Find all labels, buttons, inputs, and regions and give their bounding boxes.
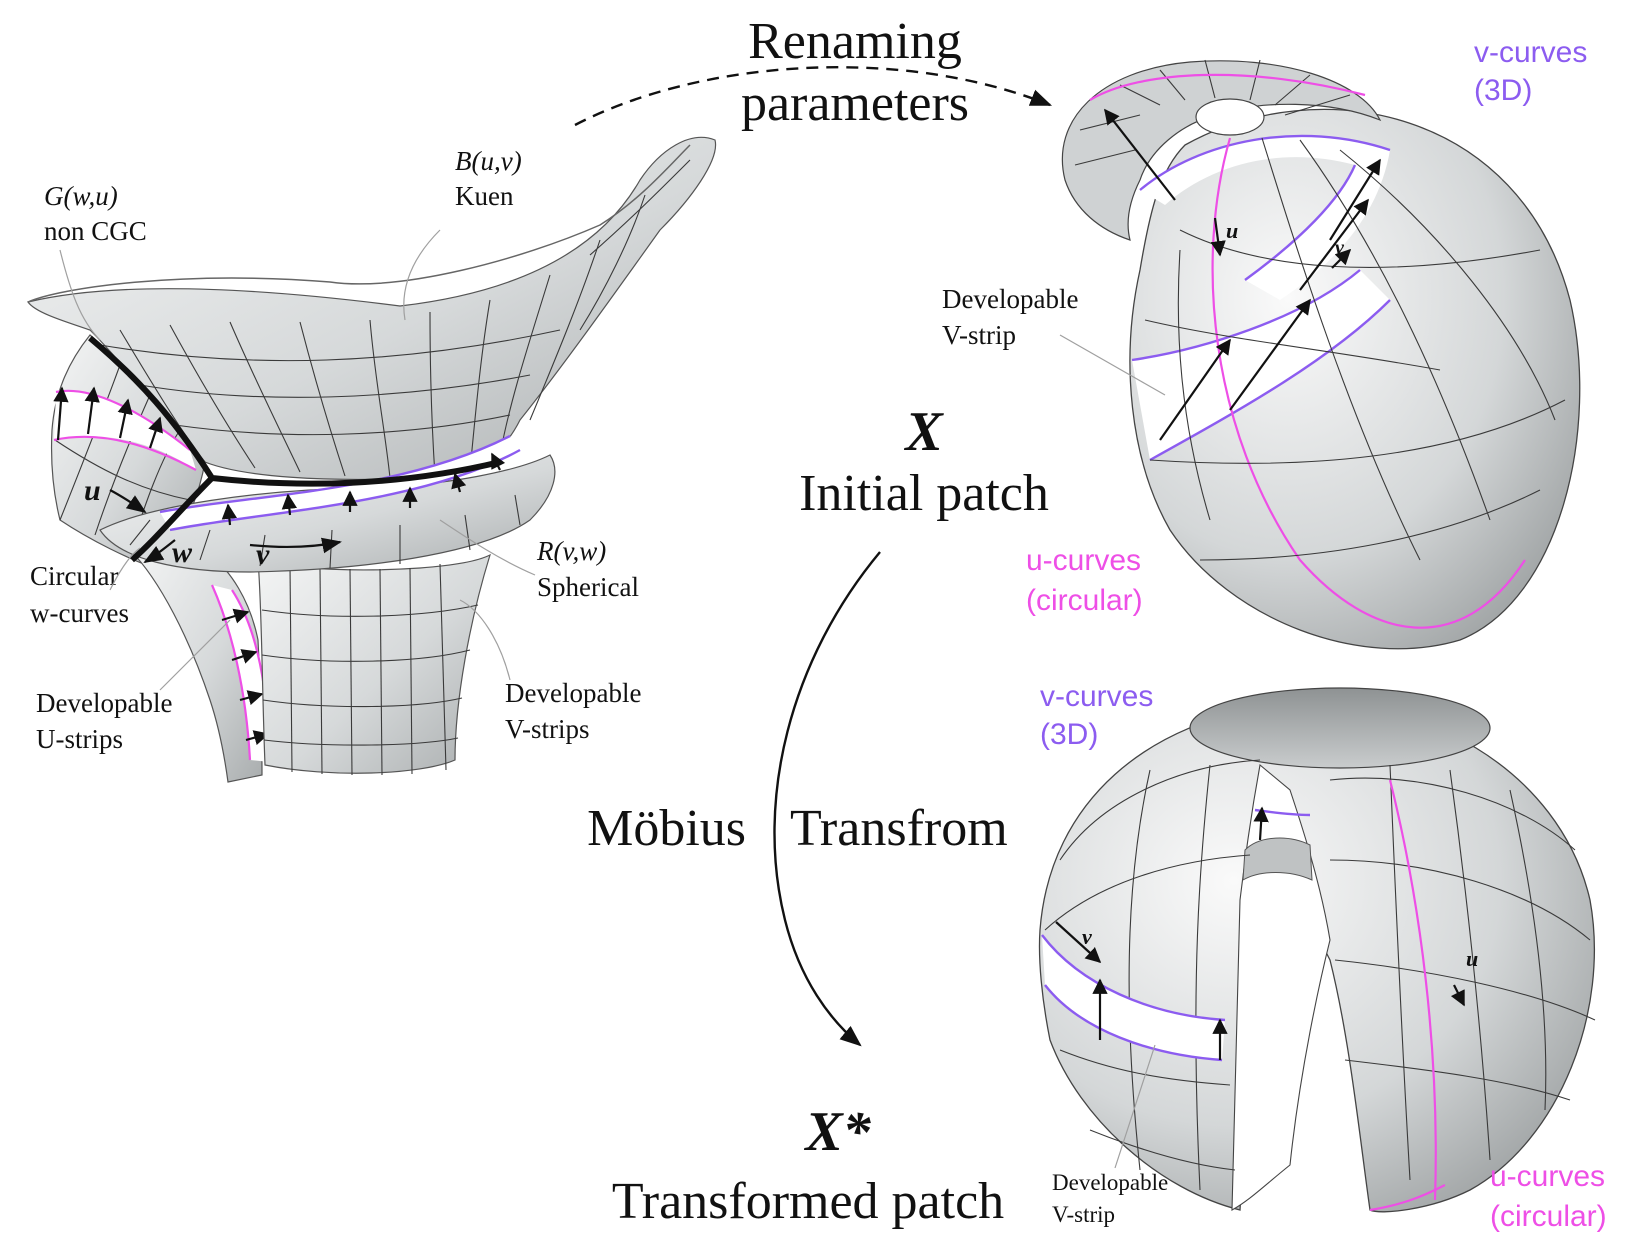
g-white-strip bbox=[54, 390, 196, 470]
dev-u-label-1: Developable bbox=[36, 688, 172, 718]
initial-symbol: X bbox=[903, 401, 944, 463]
initial-purple-2 bbox=[1131, 269, 1361, 362]
transformed-title: Transformed patch bbox=[612, 1173, 1004, 1230]
r-label: R(v,w) bbox=[536, 536, 606, 566]
g-sublabel: non CGC bbox=[44, 216, 147, 246]
initial-v-arrow bbox=[1331, 248, 1352, 269]
initial-purple-3 bbox=[1149, 299, 1391, 462]
w-param-arrow bbox=[143, 539, 176, 564]
kuen-rim bbox=[27, 144, 691, 303]
transformed-u-arrow bbox=[1450, 984, 1465, 1007]
left-labels: G(w,u) non CGC B(u,v) Kuen R(v,w) Spheri… bbox=[30, 146, 641, 754]
transformed-inner-wall bbox=[1242, 837, 1313, 881]
transformed-patch-shape: v u bbox=[1038, 687, 1596, 1213]
transformed-param-v: v bbox=[1082, 924, 1092, 949]
b-label: B(u,v) bbox=[455, 146, 522, 176]
initial-dev-leader bbox=[1059, 334, 1166, 396]
param-v-label: v bbox=[256, 538, 270, 571]
r-ring-white bbox=[160, 436, 520, 530]
initial-u-curves-1: u-curves bbox=[1026, 544, 1141, 577]
transformed-pink-bottom bbox=[1369, 1184, 1446, 1212]
u-strip-white bbox=[212, 585, 270, 762]
mobius-right: Transfrom bbox=[790, 800, 1008, 857]
r-ring-grid bbox=[129, 494, 521, 569]
transformed-v-curves-1: v-curves bbox=[1040, 680, 1153, 713]
transformed-u-curves-1: u-curves bbox=[1490, 1160, 1605, 1193]
v-param-arrow bbox=[249, 537, 342, 554]
initial-title: Initial patch bbox=[799, 465, 1049, 522]
u-strip-pink-1 bbox=[210, 584, 252, 761]
initial-white-band-lower bbox=[1132, 270, 1390, 460]
param-w-label: w bbox=[172, 536, 193, 569]
initial-hole bbox=[1195, 98, 1265, 136]
transformed-dev-leader bbox=[1114, 1044, 1156, 1169]
transformed-opening bbox=[1189, 687, 1491, 769]
circular-label-1: Circular bbox=[30, 561, 118, 591]
initial-patch-shape: u v bbox=[1061, 59, 1581, 650]
initial-dev-1: Developable bbox=[942, 284, 1078, 314]
transformed-grid bbox=[1044, 759, 1596, 1191]
initial-u-curves-2: (circular) bbox=[1026, 584, 1143, 617]
r-ring-surface bbox=[99, 454, 556, 573]
cylinder-grid bbox=[261, 563, 479, 776]
b-sublabel: Kuen bbox=[455, 181, 514, 211]
initial-u-arrow bbox=[1210, 217, 1226, 257]
lower-cylinder-surface bbox=[257, 553, 491, 774]
kuen-grid bbox=[99, 159, 691, 479]
dev-v-label-2: V-strips bbox=[505, 714, 590, 744]
transformed-dev-2: V-strip bbox=[1052, 1202, 1115, 1227]
g-label: G(w,u) bbox=[44, 181, 118, 211]
initial-strip-arrows bbox=[1104, 108, 1381, 441]
transformed-purple-2 bbox=[1044, 984, 1223, 1062]
transformed-v-curves-2: (3D) bbox=[1040, 718, 1098, 751]
param-u-label: u bbox=[84, 474, 101, 507]
transformed-white-band bbox=[1042, 935, 1225, 1060]
transformed-arrows bbox=[1092, 806, 1269, 1060]
initial-flap-grid bbox=[1074, 59, 1351, 166]
dev-v-label-1: Developable bbox=[505, 678, 641, 708]
initial-param-u: u bbox=[1226, 218, 1238, 243]
transformed-symbol: X* bbox=[803, 1101, 871, 1163]
initial-v-curves-1: v-curves bbox=[1474, 36, 1587, 69]
transformed-u-curves-2: (circular) bbox=[1490, 1200, 1607, 1233]
initial-v-curves-2: (3D) bbox=[1474, 74, 1532, 107]
transformed-param-u: u bbox=[1466, 946, 1478, 971]
boundary-curve-lower bbox=[130, 475, 215, 563]
initial-param-v: v bbox=[1335, 237, 1345, 259]
initial-egg-surface bbox=[1129, 108, 1581, 650]
u-param-arrow bbox=[109, 489, 147, 514]
left-leaders bbox=[59, 229, 536, 691]
renaming-label-line1: Renaming bbox=[748, 13, 962, 70]
renaming-arrow bbox=[574, 66, 1053, 127]
mobius-left: Möbius bbox=[587, 800, 746, 857]
mobius-arrow bbox=[773, 551, 881, 1047]
transformed-dev-1: Developable bbox=[1052, 1170, 1168, 1195]
circular-label-2: w-curves bbox=[30, 598, 129, 628]
g-pink-2 bbox=[53, 435, 197, 471]
r-sublabel: Spherical bbox=[537, 572, 639, 602]
r-ring-purple-1 bbox=[159, 434, 511, 514]
initial-purple-1 bbox=[1139, 134, 1391, 191]
initial-pink-flap bbox=[1089, 73, 1366, 101]
transformed-pink-meridian bbox=[1388, 779, 1437, 1201]
initial-purple-4 bbox=[1244, 164, 1357, 281]
left-surface-group bbox=[27, 136, 717, 783]
dev-u-label-2: U-strips bbox=[36, 724, 123, 754]
initial-white-band-upper bbox=[1140, 135, 1390, 300]
renaming-label-line2: parameters bbox=[741, 75, 969, 132]
g-arrows bbox=[53, 386, 163, 449]
initial-spiral-flap bbox=[1061, 60, 1382, 241]
initial-dev-2: V-strip bbox=[942, 320, 1016, 350]
transformed-purple-1 bbox=[1041, 934, 1226, 1022]
transformed-v-arrow bbox=[1055, 921, 1102, 964]
boundary-curve-upper bbox=[88, 335, 501, 487]
